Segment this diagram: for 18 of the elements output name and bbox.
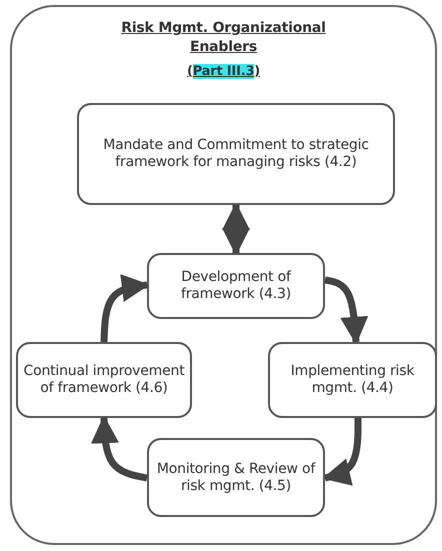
box-text: Development of framework (4.3) — [180, 269, 292, 303]
process-box — [147, 253, 325, 319]
process-box — [77, 103, 395, 205]
process-box — [147, 438, 325, 517]
heading: Risk Mgmt. Organizational Enablers — [120, 19, 327, 57]
arrow — [324, 276, 368, 345]
process-box — [268, 342, 437, 418]
box-text: Mandate and Commitment to strategic framework for managing risks (4.2) — [102, 137, 370, 171]
process-box — [16, 342, 192, 418]
box-text: Monitoring & Review of risk mgmt. (4.5) — [156, 460, 316, 494]
box-text: Implementing risk mgmt. (4.4) — [290, 363, 416, 397]
arrow — [100, 274, 150, 342]
box-text: Continual improvement of framework (4.6) — [22, 363, 186, 397]
arrow — [90, 415, 148, 482]
section-reference: (Part III.3) — [186, 63, 260, 80]
container-box — [10, 5, 437, 545]
arrow — [222, 202, 250, 256]
arrow — [322, 418, 362, 486]
